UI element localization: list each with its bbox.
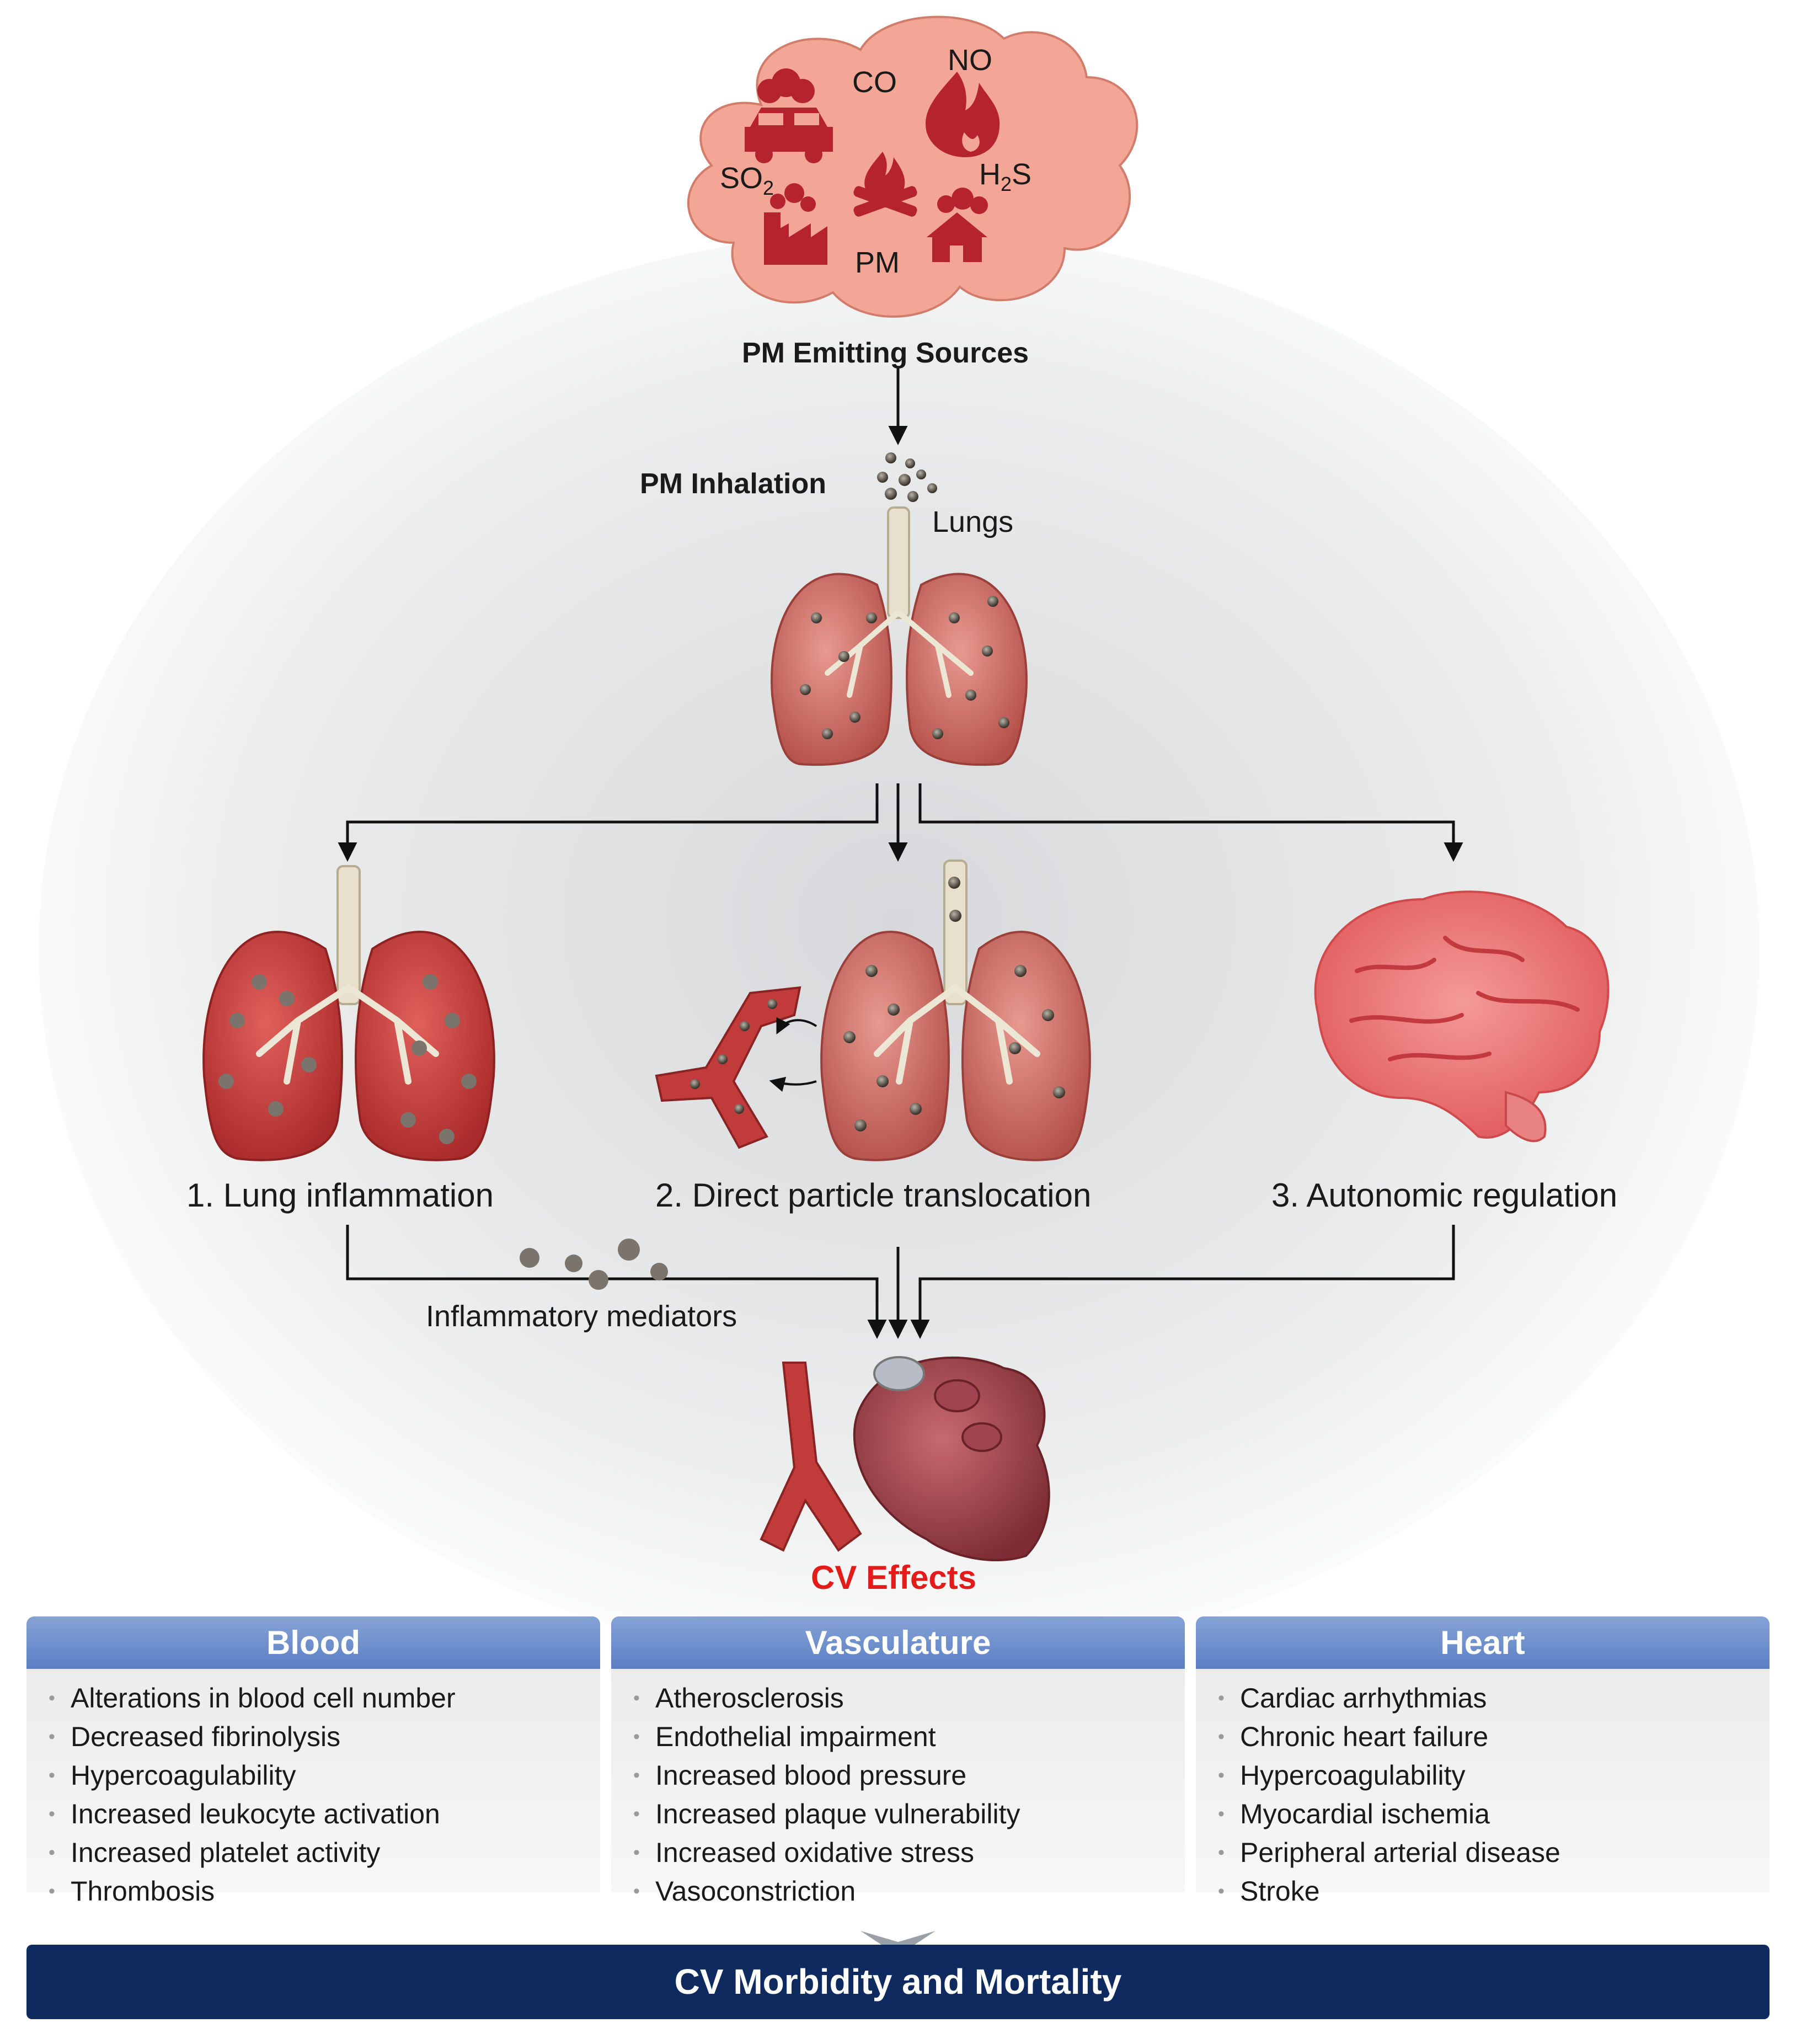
list-item: Stroke	[1218, 1872, 1770, 1910]
cv-effects-label: CV Effects	[811, 1559, 977, 1596]
panel-heart: Heart Cardiac arrhythmias Chronic heart …	[1196, 1616, 1770, 1910]
list-item: Increased oxidative stress	[633, 1833, 1185, 1872]
list-item: Thrombosis	[49, 1872, 600, 1910]
factory-icon	[764, 183, 827, 265]
pollutant-pm: PM	[855, 246, 900, 279]
pollutant-no: NO	[948, 44, 992, 77]
list-item: Cardiac arrhythmias	[1218, 1679, 1770, 1717]
pollutant-co: CO	[852, 66, 897, 99]
house-smoke-icon	[927, 188, 988, 262]
list-item: Vasoconstriction	[633, 1872, 1185, 1910]
mediators-label: Inflammatory mediators	[426, 1300, 737, 1333]
list-item: Chronic heart failure	[1218, 1717, 1770, 1756]
panel-blood-title: Blood	[26, 1616, 600, 1669]
fire-icon	[926, 72, 1000, 157]
list-item: Increased leukocyte activation	[49, 1795, 600, 1833]
list-item: Increased blood pressure	[633, 1756, 1185, 1795]
panel-blood: Blood Alterations in blood cell number D…	[26, 1616, 600, 1910]
lungs-label: Lungs	[932, 505, 1014, 538]
inhalation-label: PM Inhalation	[640, 468, 826, 500]
pathway-2-label: 2. Direct particle translocation	[655, 1177, 1092, 1214]
list-item: Decreased fibrinolysis	[49, 1717, 600, 1756]
list-item: Alterations in blood cell number	[49, 1679, 600, 1717]
pathway-1-label: 1. Lung inflammation	[186, 1177, 494, 1214]
lungs-illustration	[771, 506, 1028, 766]
car-icon	[745, 68, 833, 163]
list-item: Hypercoagulability	[1218, 1756, 1770, 1795]
sources-title: PM Emitting Sources	[742, 337, 1029, 369]
translocation-illustration	[655, 860, 1091, 1161]
campfire-icon	[853, 152, 917, 217]
list-item: Peripheral arterial disease	[1218, 1833, 1770, 1872]
panel-vasculature: Vasculature Atherosclerosis Endothelial …	[611, 1616, 1185, 1910]
pollutant-so2: SO2	[720, 162, 774, 199]
panel-heart-title: Heart	[1196, 1616, 1770, 1669]
list-item: Increased plaque vulnerability	[633, 1795, 1185, 1833]
list-item: Myocardial ischemia	[1218, 1795, 1770, 1833]
inflammatory-mediators-particles	[520, 1239, 668, 1290]
pathway-3-label: 3. Autonomic regulation	[1271, 1177, 1618, 1214]
list-item: Atherosclerosis	[633, 1679, 1185, 1717]
inhaled-particles	[877, 452, 937, 502]
panel-vasculature-title: Vasculature	[611, 1616, 1185, 1669]
outcome-bar: CV Morbidity and Mortality	[26, 1945, 1770, 2019]
list-item: Increased platelet activity	[49, 1833, 600, 1872]
branch-arrows	[338, 783, 1463, 862]
brain-illustration	[1314, 890, 1610, 1143]
list-item: Hypercoagulability	[49, 1756, 600, 1795]
chevron-down-icon	[860, 1931, 936, 1956]
converging-arrows	[346, 1225, 1455, 1339]
heart-vessel-illustration	[760, 1356, 1050, 1562]
list-item: Endothelial impairment	[633, 1717, 1185, 1756]
pollutant-h2s: H2S	[979, 158, 1032, 195]
inflamed-lungs-illustration	[202, 865, 495, 1161]
